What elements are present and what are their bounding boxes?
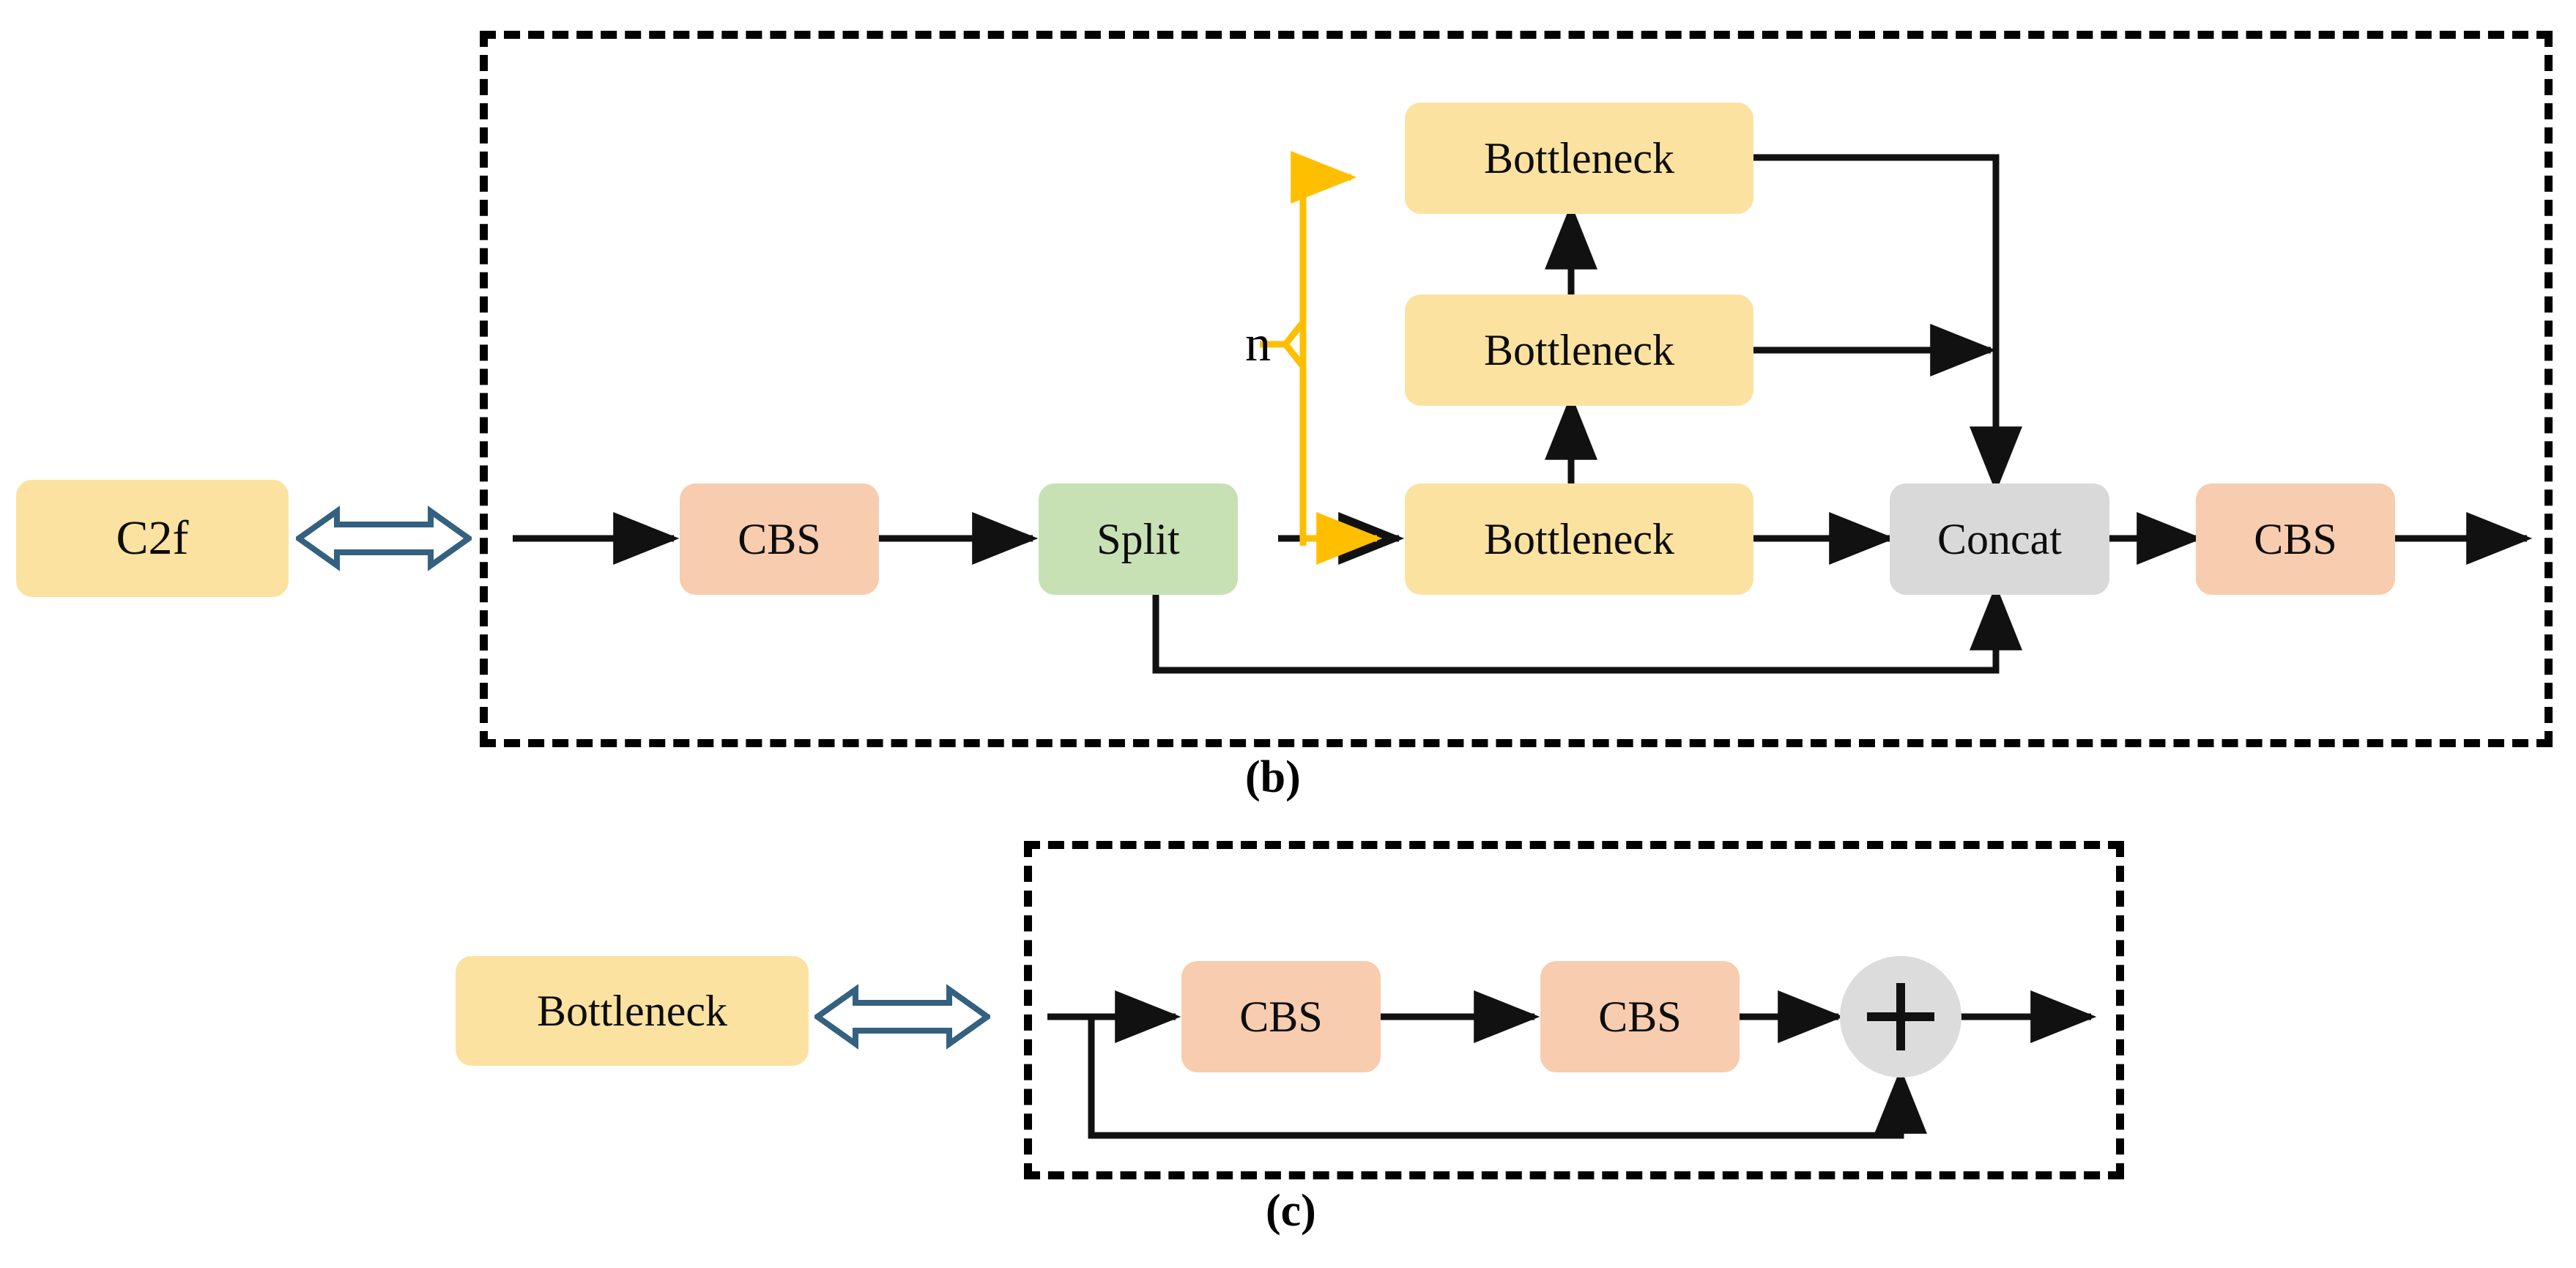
panel-b-node-concat-label: Concat <box>1937 515 2062 563</box>
panel-c-node-cbs-b-label: CBS <box>1598 993 1682 1041</box>
plus-icon-vertical <box>1896 983 1905 1050</box>
panel-b-node-bottleneck-1-label: Bottleneck <box>1484 134 1674 182</box>
panel-b-node-bottleneck-1[interactable]: Bottleneck <box>1405 103 1753 214</box>
panel-c-node-cbs-a[interactable]: CBS <box>1181 961 1381 1072</box>
panel-b-source-block[interactable]: C2f <box>16 480 289 597</box>
panel-b-node-bottleneck-3-label: Bottleneck <box>1484 515 1674 563</box>
panel-b-node-cbs-in[interactable]: CBS <box>680 483 879 595</box>
panel-b-node-split[interactable]: Split <box>1039 483 1238 595</box>
panel-c-equivalence-arrow <box>814 984 990 1050</box>
panel-b-node-cbs-out-label: CBS <box>2254 515 2337 563</box>
panel-b-dashed-container <box>480 31 2553 747</box>
panel-b-node-bottleneck-2[interactable]: Bottleneck <box>1405 294 1753 406</box>
panel-b-node-cbs-in-label: CBS <box>738 515 821 563</box>
panel-b-node-concat[interactable]: Concat <box>1890 483 2109 595</box>
panel-c-dashed-container <box>1024 841 2124 1179</box>
repeat-count-label: n <box>1245 316 1271 372</box>
panel-c-source-block[interactable]: Bottleneck <box>456 956 809 1066</box>
panel-c-node-cbs-b[interactable]: CBS <box>1540 961 1740 1072</box>
panel-b-equivalence-arrow <box>296 505 472 571</box>
panel-b-node-split-label: Split <box>1096 515 1180 563</box>
panel-b-node-bottleneck-3[interactable]: Bottleneck <box>1405 483 1753 595</box>
panel-c-caption: (c) <box>1266 1186 1316 1236</box>
panel-c-node-add[interactable] <box>1840 956 1961 1078</box>
panel-b-source-block-label: C2f <box>116 511 189 565</box>
panel-b-node-cbs-out[interactable]: CBS <box>2196 483 2395 595</box>
panel-c-source-block-label: Bottleneck <box>537 987 727 1035</box>
panel-b-caption: (b) <box>1245 752 1301 802</box>
panel-b-node-bottleneck-2-label: Bottleneck <box>1484 326 1674 374</box>
panel-c-node-cbs-a-label: CBS <box>1239 993 1323 1041</box>
